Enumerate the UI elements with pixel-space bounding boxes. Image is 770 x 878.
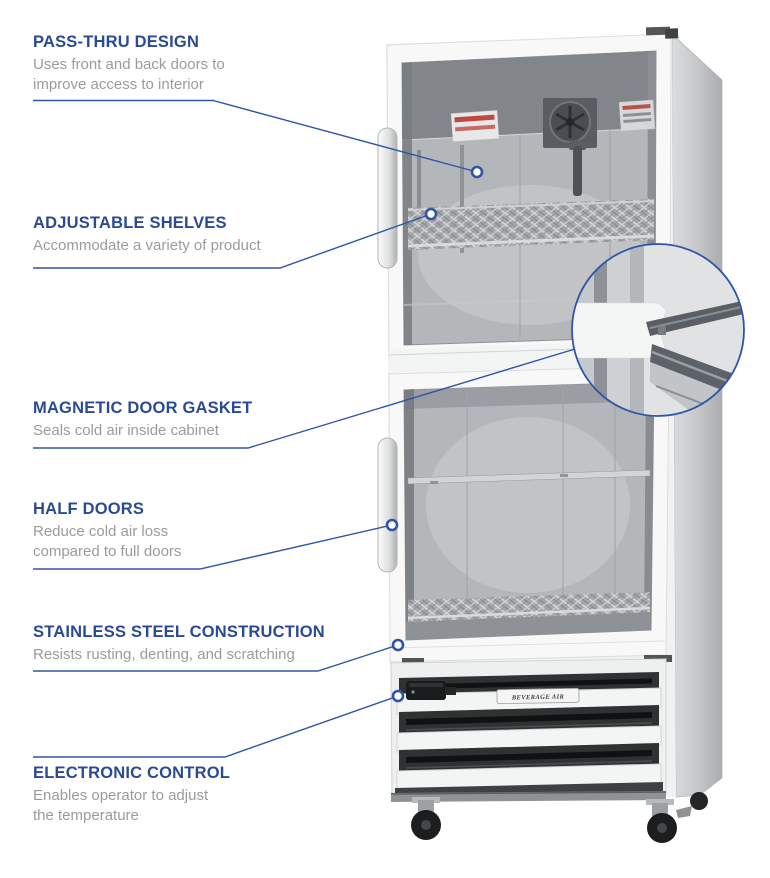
brand-label: BEVERAGE AIR — [511, 694, 565, 702]
callout-dot-stainless — [391, 638, 405, 652]
condenser-fan — [543, 98, 597, 148]
leader-line-pass-thru — [33, 99, 478, 173]
callout-leaders — [33, 99, 576, 758]
callout-title: ELECTRONIC CONTROL — [33, 764, 231, 782]
leader-line-adjustable-shelves — [33, 213, 432, 269]
callout-description: Resists rusting, denting, and scratching — [33, 646, 295, 663]
callout-description: Enables operator to adjust the temperatu… — [33, 787, 209, 824]
bottom-glass-door — [377, 365, 672, 664]
temperature-controller — [406, 681, 456, 700]
louvered-grille: BEVERAGE AIR — [390, 658, 667, 798]
bottom-door-handle — [377, 437, 398, 573]
door-hinge-left — [402, 658, 424, 664]
callout-magnetic-door-gasket: MAGNETIC DOOR GASKET Seals cold air insi… — [33, 398, 363, 441]
callout-description: Uses front and back doors to improve acc… — [33, 56, 225, 93]
callout-description: Accommodate a variety of product — [33, 237, 261, 254]
base-and-casters — [390, 791, 708, 843]
magnifier-ring — [571, 243, 745, 417]
callout-adjustable-shelves: ADJUSTABLE SHELVES Accommodate a variety… — [33, 213, 363, 256]
cabinet-floor — [406, 612, 651, 640]
callout-title: STAINLESS STEEL CONSTRUCTION — [33, 623, 325, 641]
callout-dot-adjustable-shelves — [424, 207, 438, 221]
leader-line-half-doors — [33, 524, 393, 570]
divider-zoomed — [572, 302, 667, 359]
callout-dot-half-doors — [385, 518, 399, 532]
warning-label — [450, 110, 500, 142]
callout-title: ADJUSTABLE SHELVES — [33, 214, 227, 232]
callout-stainless-steel: STAINLESS STEEL CONSTRUCTION Resists rus… — [33, 622, 363, 665]
spec-label — [618, 99, 656, 132]
leader-line-electronic-control — [33, 695, 399, 758]
caster-wheel-right — [646, 799, 692, 843]
door-hinge-right — [644, 655, 672, 662]
callout-description: Seals cold air inside cabinet — [33, 422, 219, 439]
temperature-probe — [569, 140, 586, 196]
callout-dot-electronic-control — [391, 689, 405, 703]
callout-pass-thru-design: PASS-THRU DESIGN Uses front and back doo… — [33, 32, 363, 95]
callout-dot-pass-thru — [470, 165, 484, 179]
brand-badge: BEVERAGE AIR — [496, 687, 580, 705]
wire-shelf — [407, 199, 655, 250]
callout-title: MAGNETIC DOOR GASKET — [33, 399, 253, 417]
shelf-rail — [407, 469, 651, 485]
leader-line-stainless — [33, 644, 399, 672]
callout-title: HALF DOORS — [33, 500, 145, 518]
leader-line-magnetic-gasket — [33, 348, 576, 449]
caster-wheel-left — [411, 797, 441, 840]
callout-title: PASS-THRU DESIGN — [33, 33, 200, 51]
callout-electronic-control: ELECTRONIC CONTROL Enables operator to a… — [33, 763, 363, 826]
stainless-side-panel — [671, 33, 723, 798]
callout-description: Reduce cold air loss compared to full do… — [33, 523, 182, 560]
top-door-handle — [377, 127, 398, 269]
callout-half-doors: HALF DOORS Reduce cold air loss compared… — [33, 499, 363, 562]
caster-wheel-rear — [690, 792, 708, 810]
top-hinge — [645, 26, 679, 39]
